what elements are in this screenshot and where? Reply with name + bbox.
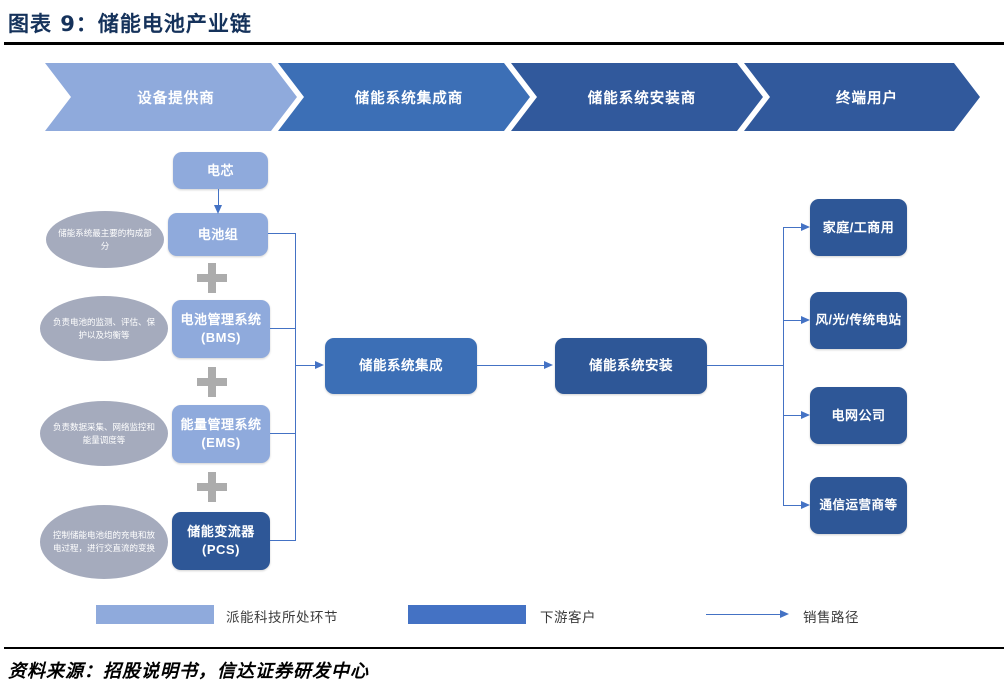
- annotation-bms: 负责电池的监测、评估、保护以及均衡等: [40, 296, 168, 361]
- plus-icon: [197, 472, 227, 502]
- box-bms: 电池管理系统 (BMS): [172, 300, 270, 358]
- connector-to-integration: [295, 365, 317, 366]
- legend-sales-arrow-line: [706, 614, 782, 615]
- connector-ems: [270, 433, 296, 434]
- stage-label: 储能系统安装商: [587, 90, 697, 107]
- plus-icon: [197, 367, 227, 397]
- stage-equipment-provider: 设备提供商: [45, 63, 297, 131]
- box-pcs: 储能变流器 (PCS): [172, 512, 270, 570]
- arrowhead-right-icon: [801, 411, 810, 419]
- box-customer-telecom: 通信运营商等: [810, 477, 907, 534]
- stage-system-integrator: 储能系统集成商: [278, 63, 530, 131]
- connector-pack: [268, 233, 296, 234]
- stage-label: 终端用户: [836, 90, 898, 107]
- arrowhead-right-icon: [801, 223, 810, 231]
- figure-title: 图表 9：储能电池产业链: [8, 12, 252, 36]
- box-customer-residential: 家庭/工商用: [810, 199, 907, 256]
- legend-label-downstream: 下游客户: [540, 610, 596, 625]
- stage-label: 设备提供商: [137, 90, 215, 107]
- branch-customer-1: [783, 227, 803, 228]
- source-divider: [4, 647, 1004, 649]
- box-ems: 能量管理系统 (EMS): [172, 405, 270, 463]
- branch-customer-2: [783, 320, 803, 321]
- legend-swatch-downstream: [408, 605, 526, 624]
- collector-line-left: [295, 233, 296, 541]
- box-cell: 电芯: [173, 152, 268, 189]
- legend-label-pylontech: 派能科技所处环节: [226, 610, 338, 625]
- plus-icon: [197, 263, 227, 293]
- legend-swatch-pylontech: [96, 605, 214, 624]
- splitter-line-right: [783, 227, 784, 506]
- branch-customer-3: [783, 415, 803, 416]
- box-customer-grid: 电网公司: [810, 387, 907, 444]
- stage-system-installer: 储能系统安装商: [511, 63, 763, 131]
- connector-integration-installation: [477, 365, 545, 366]
- branch-customer-4: [783, 505, 803, 506]
- title-divider: [4, 42, 1004, 45]
- stage-label: 储能系统集成商: [354, 90, 464, 107]
- connector-bms: [270, 328, 296, 329]
- connector-pcs: [270, 540, 296, 541]
- arrowhead-right-icon: [801, 501, 810, 509]
- box-customer-power-station: 风/光/传统电站: [810, 292, 907, 349]
- source-text: 资料来源：招股说明书，信达证券研发中心: [8, 661, 369, 681]
- arrowhead-right-icon: [801, 316, 810, 324]
- arrowhead-down-icon: [214, 205, 222, 214]
- box-system-installation: 储能系统安装: [555, 338, 707, 394]
- box-system-integration: 储能系统集成: [325, 338, 477, 394]
- arrowhead-right-icon: [544, 361, 553, 369]
- box-battery-pack: 电池组: [168, 213, 268, 256]
- arrow-right-icon: [780, 610, 789, 618]
- connector-cell-pack: [218, 189, 219, 206]
- stage-end-user: 终端用户: [744, 63, 980, 131]
- annotation-pack: 储能系统最主要的构成部分: [46, 211, 164, 268]
- annotation-ems: 负责数据采集、网络监控和能量调度等: [40, 401, 168, 466]
- arrowhead-right-icon: [315, 361, 324, 369]
- legend-label-sales: 销售路径: [803, 610, 859, 625]
- connector-installation-split: [707, 365, 784, 366]
- annotation-pcs: 控制储能电池组的充电和放电过程，进行交直流的变换: [40, 505, 168, 579]
